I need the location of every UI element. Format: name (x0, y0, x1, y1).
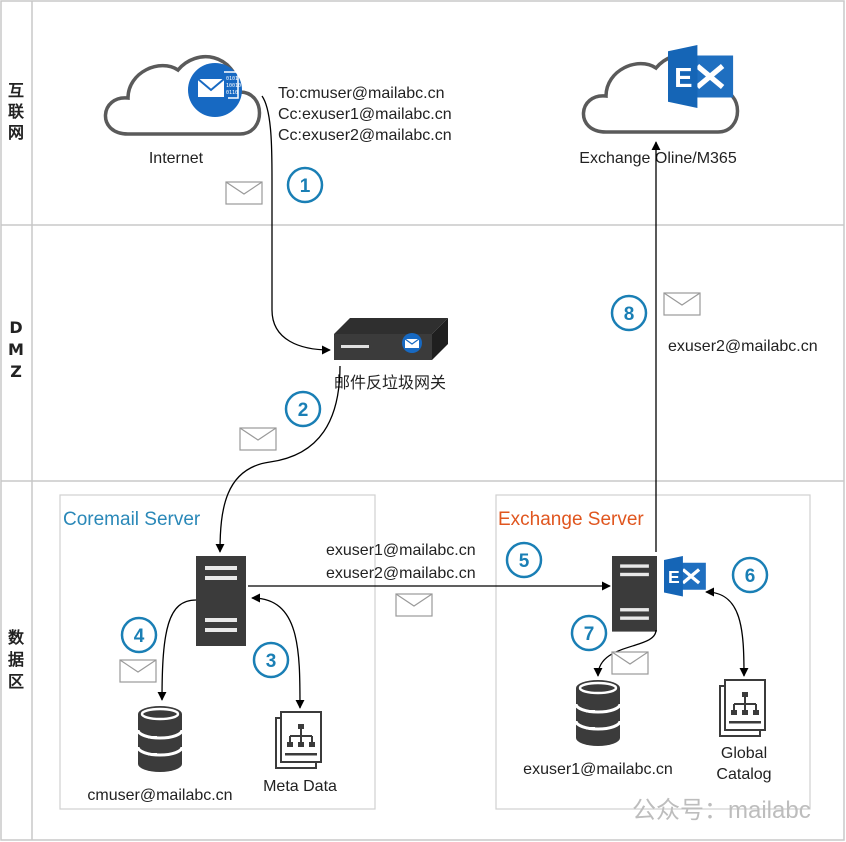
recipient-to: To:cmuser@mailabc.cn (278, 85, 445, 102)
step-number: 4 (134, 626, 145, 647)
svg-text:0101: 0101 (226, 76, 238, 82)
step-badge-4: 4 (120, 616, 158, 654)
exchange-mailbox-db-icon (574, 678, 622, 748)
internet-label: Internet (149, 150, 204, 167)
step-number: 3 (266, 651, 277, 672)
step-number: 6 (745, 566, 756, 587)
global-catalog-label-line2: Catalog (716, 766, 771, 783)
envelope-icon (395, 593, 433, 617)
recipient-cc1: Cc:exuser1@mailabc.cn (278, 106, 452, 123)
envelope-icon (225, 181, 263, 205)
step-badge-5: 5 (505, 541, 543, 579)
relay-recipient-1: exuser1@mailabc.cn (326, 542, 476, 559)
svg-text:0110: 0110 (226, 90, 238, 96)
envelope-icon (119, 659, 157, 683)
flow-exchange-to-mailbox (593, 629, 657, 677)
meta-data-label: Meta Data (263, 778, 337, 795)
mail-badge-icon: 0101 10010 0110 (188, 63, 242, 117)
coremail-mailbox-db-icon (136, 704, 184, 774)
coremail-server-icon (196, 556, 246, 646)
coremail-title: Coremail Server (63, 509, 201, 530)
meta-data-icon (275, 711, 322, 769)
flow-coremail-to-mailbox (157, 599, 197, 701)
step-badge-1: 1 (286, 166, 324, 204)
m365-recipient: exuser2@mailabc.cn (668, 338, 818, 355)
exchange-mailbox-label: exuser1@mailabc.cn (523, 761, 673, 778)
step-badge-6: 6 (731, 556, 769, 594)
m365-label: Exchange Oline/M365 (579, 150, 737, 167)
envelope-icon (611, 651, 649, 675)
step-number: 1 (300, 176, 311, 197)
recipient-cc2: Cc:exuser2@mailabc.cn (278, 127, 452, 144)
flow-exchange-global-catalog (705, 587, 749, 677)
step-badge-7: 7 (570, 614, 608, 652)
global-catalog-icon (719, 679, 766, 737)
global-catalog-label-line1: Global (721, 745, 767, 762)
step-badge-3: 3 (252, 641, 290, 679)
exchange-group (495, 494, 811, 810)
envelope-icon (663, 292, 701, 316)
flow-coremail-meta-data (251, 593, 305, 709)
coremail-mailbox-label: cmuser@mailabc.cn (87, 787, 232, 804)
step-number: 7 (584, 624, 595, 645)
relay-recipient-2: exuser2@mailabc.cn (326, 565, 476, 582)
zone-label-data: 数据区 (8, 628, 25, 691)
step-badge-8: 8 (610, 294, 648, 332)
exchange-server-icon (612, 556, 657, 632)
watermark-text: 公众号：mailabc (632, 797, 811, 824)
exchange-title: Exchange Server (498, 509, 644, 530)
envelope-icon (239, 427, 277, 451)
flow-gateway-to-coremail (215, 365, 341, 553)
coremail-group (59, 494, 376, 810)
step-badge-2: 2 (284, 390, 322, 428)
step-number: 8 (624, 304, 635, 325)
antispam-gateway-icon (334, 318, 448, 360)
flow-internet-to-gateway (261, 95, 331, 355)
svg-text:10010: 10010 (226, 83, 241, 89)
gateway-label: 邮件反垃圾网关 (334, 374, 446, 392)
step-number: 5 (519, 551, 530, 572)
step-number: 2 (298, 400, 309, 421)
zone-label-internet: 互联网 (8, 81, 24, 142)
exchange-logo-icon (662, 554, 708, 599)
